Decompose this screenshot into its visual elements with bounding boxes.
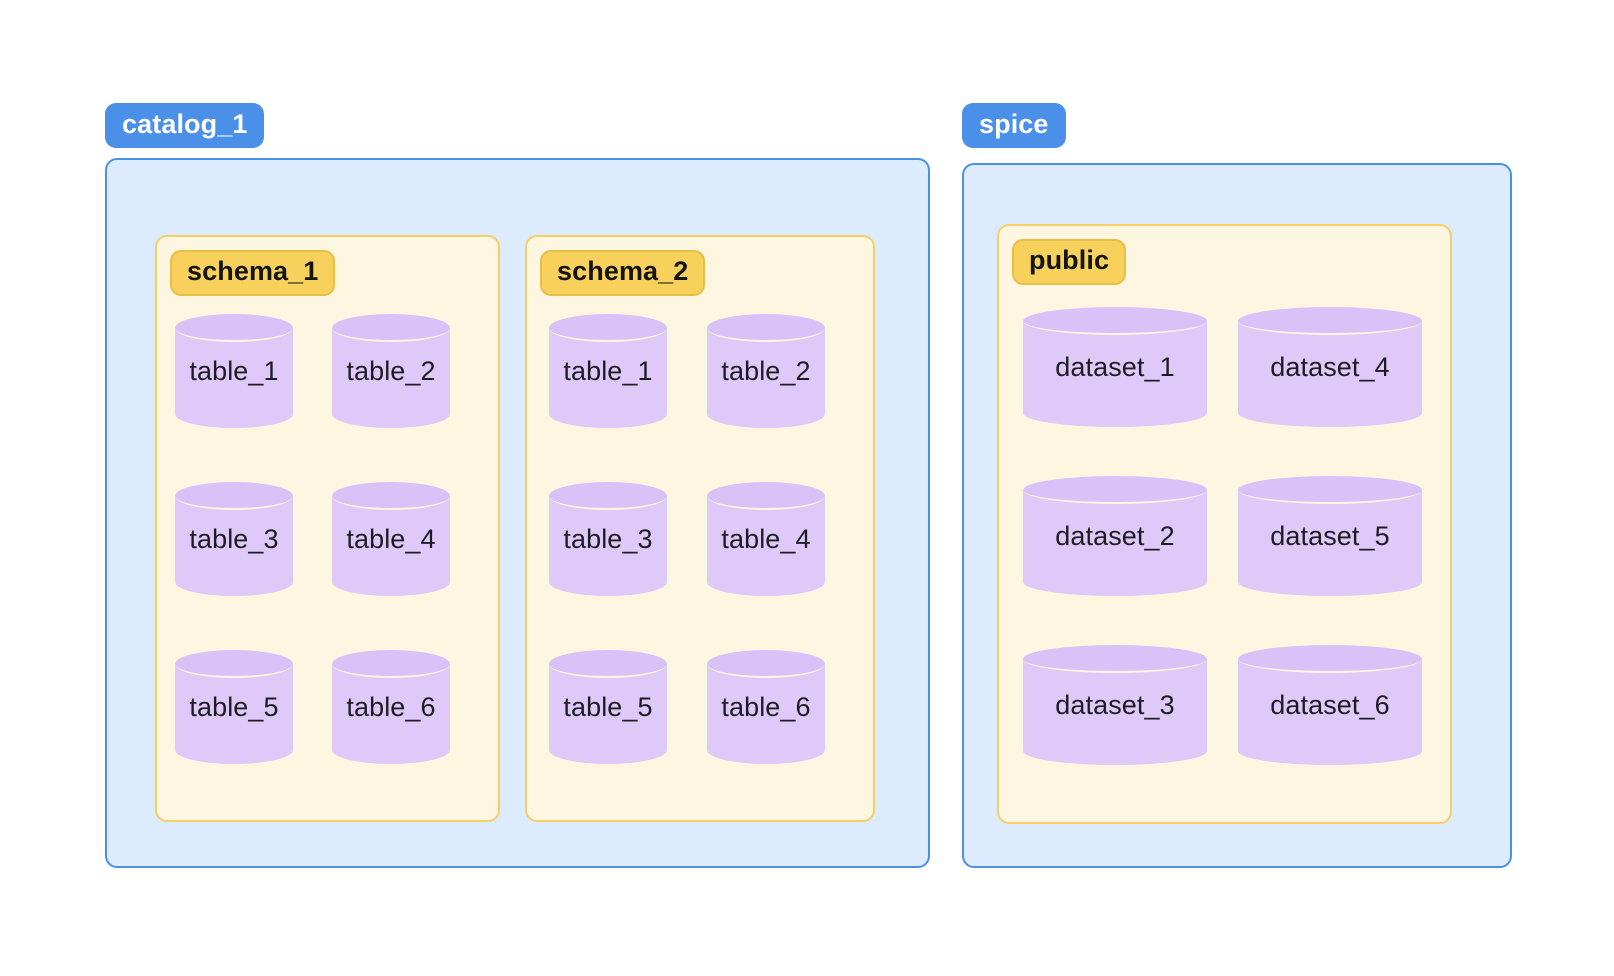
catalog-panel-catalog_1: schema_1 table_1 table_2 (105, 158, 930, 868)
database-cylinder-icon[interactable]: dataset_5 (1238, 476, 1422, 596)
cylinder-top-ellipse (707, 314, 825, 342)
cylinder-body (1023, 659, 1207, 751)
cylinder-top-ellipse (175, 650, 293, 678)
cylinder-top-ellipse (1023, 645, 1207, 673)
database-cylinder-icon[interactable]: table_4 (332, 482, 450, 596)
cylinder-top-ellipse (707, 482, 825, 510)
cylinder-top-ellipse (707, 650, 825, 678)
cylinder-label: table_6 (721, 691, 811, 722)
cylinder-label: dataset_6 (1270, 689, 1390, 720)
cylinder-body (549, 328, 667, 414)
schema-box-public: public dataset_1 dataset_4 (997, 224, 1452, 824)
cylinder-top-ellipse (1238, 307, 1422, 335)
database-cylinder-icon[interactable]: table_5 (175, 650, 293, 764)
cylinder-body (707, 328, 825, 414)
catalog-badge-catalog_1[interactable]: catalog_1 (105, 103, 265, 149)
schema-badge-public[interactable]: public (1012, 239, 1127, 285)
cylinder-label: table_2 (721, 355, 811, 386)
schema-box-schema_2: schema_2 table_1 table_2 (525, 235, 875, 822)
cylinder-label: dataset_3 (1055, 689, 1175, 720)
cylinder-top-ellipse (1023, 307, 1207, 335)
cylinder-body (332, 496, 450, 582)
cylinder-label: table_2 (346, 355, 436, 386)
catalog-panel-spice: public dataset_1 dataset_4 (962, 163, 1512, 868)
cylinder-label: table_3 (563, 523, 653, 554)
database-cylinder-icon[interactable]: table_5 (549, 650, 667, 764)
cylinder-body (175, 664, 293, 750)
database-cylinder-icon[interactable]: table_6 (707, 650, 825, 764)
cylinder-body (1238, 321, 1422, 413)
cylinder-top-ellipse (1238, 476, 1422, 504)
cylinder-label: dataset_1 (1055, 351, 1175, 382)
cylinder-label: table_5 (189, 691, 279, 722)
cylinder-top-ellipse (175, 482, 293, 510)
cylinder-body (175, 328, 293, 414)
cylinder-body (332, 328, 450, 414)
cylinder-top-ellipse (332, 650, 450, 678)
cylinder-body (549, 664, 667, 750)
cylinder-top-ellipse (332, 482, 450, 510)
catalog-badge-spice[interactable]: spice (962, 103, 1066, 149)
cylinder-body (1023, 321, 1207, 413)
database-cylinder-icon[interactable]: dataset_4 (1238, 307, 1422, 427)
cylinder-top-ellipse (1023, 476, 1207, 504)
catalog-group-spice: spice public dataset_1 dataset_4 (962, 103, 1512, 868)
cylinder-label: dataset_2 (1055, 520, 1175, 551)
database-cylinder-icon[interactable]: table_4 (707, 482, 825, 596)
cylinder-top-ellipse (1238, 645, 1422, 673)
cylinder-label: table_5 (563, 691, 653, 722)
cylinder-label: table_3 (189, 523, 279, 554)
cylinder-body (549, 496, 667, 582)
cylinder-body (1238, 659, 1422, 751)
cylinder-body (707, 496, 825, 582)
database-cylinder-icon[interactable]: table_2 (707, 314, 825, 428)
catalog-group-catalog_1: catalog_1 schema_1 table_1 table_2 (105, 103, 930, 868)
cylinder-body (1238, 490, 1422, 582)
cylinder-body (332, 664, 450, 750)
database-cylinder-icon[interactable]: dataset_1 (1023, 307, 1207, 427)
cylinder-body (175, 496, 293, 582)
cylinder-label: dataset_4 (1270, 351, 1390, 382)
schema-badge-schema_1[interactable]: schema_1 (170, 250, 336, 296)
cylinder-top-ellipse (332, 314, 450, 342)
database-cylinder-icon[interactable]: table_3 (549, 482, 667, 596)
schema-badge-schema_2[interactable]: schema_2 (540, 250, 706, 296)
database-cylinder-icon[interactable]: table_3 (175, 482, 293, 596)
cylinder-label: table_1 (189, 355, 279, 386)
schema-box-schema_1: schema_1 table_1 table_2 (155, 235, 500, 822)
database-cylinder-icon[interactable]: table_1 (549, 314, 667, 428)
cylinder-top-ellipse (549, 650, 667, 678)
cylinder-label: table_4 (346, 523, 436, 554)
database-cylinder-icon[interactable]: dataset_2 (1023, 476, 1207, 596)
database-cylinder-icon[interactable]: table_6 (332, 650, 450, 764)
cylinder-top-ellipse (549, 482, 667, 510)
cylinder-top-ellipse (549, 314, 667, 342)
cylinder-top-ellipse (175, 314, 293, 342)
database-cylinder-icon[interactable]: dataset_3 (1023, 645, 1207, 765)
database-cylinder-icon[interactable]: table_1 (175, 314, 293, 428)
database-cylinder-icon[interactable]: table_2 (332, 314, 450, 428)
cylinder-label: table_4 (721, 523, 811, 554)
cylinder-label: dataset_5 (1270, 520, 1390, 551)
cylinder-label: table_6 (346, 691, 436, 722)
cylinder-label: table_1 (563, 355, 653, 386)
cylinder-body (707, 664, 825, 750)
cylinder-body (1023, 490, 1207, 582)
database-cylinder-icon[interactable]: dataset_6 (1238, 645, 1422, 765)
